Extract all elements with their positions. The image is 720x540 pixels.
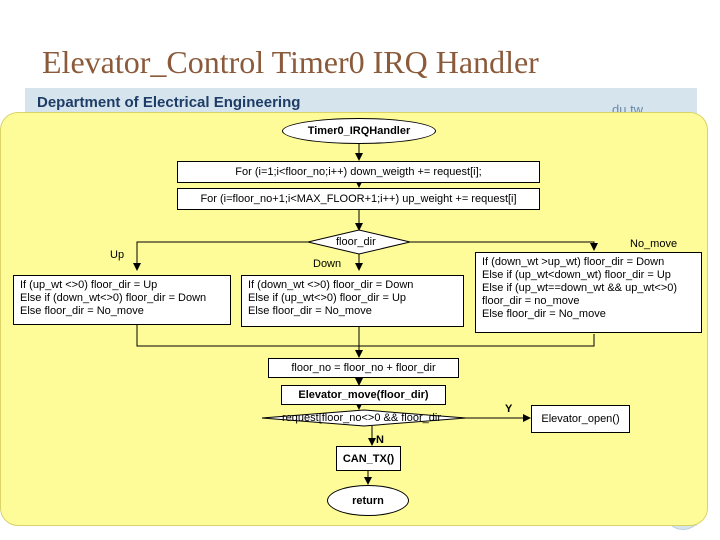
loop-down-box: For (i=1;i<floor_no;i++) down_weigth += … [177, 161, 540, 183]
slide-title: Elevator_Control Timer0 IRQ Handler [42, 44, 539, 80]
edge-merge [136, 325, 595, 347]
edge-nomove-branch [410, 241, 598, 251]
nomove-block: If (down_wt >up_wt) floor_dir = Down Els… [475, 252, 702, 333]
yes-label: Y [505, 403, 513, 415]
branch-up-label: Up [110, 249, 125, 261]
decision-dir-label: floor_dir [336, 236, 376, 248]
update-floor-box: floor_no = floor_no + floor_dir [268, 358, 459, 378]
branch-down-label: Down [313, 258, 342, 270]
branch-nomove-label: No_move [630, 238, 678, 250]
department-label: Department of Electrical Engineering [37, 94, 301, 111]
decision-request-diamond [261, 409, 467, 427]
decision-dir-diamond [307, 229, 411, 255]
can-tx-box: CAN_TX() [336, 446, 401, 471]
loop-up-box: For (i=floor_no+1;i<MAX_FLOOR+1;i++) up_… [177, 188, 540, 210]
move-box: Elevator_move(floor_dir) [281, 385, 446, 405]
up-block: If (up_wt <>0) floor_dir = Up Else if (d… [13, 275, 231, 325]
open-box: Elevator_open() [531, 405, 630, 433]
start-terminal: Timer0_IRQHandler [282, 118, 436, 144]
down-block: If (down_wt <>0) floor_dir = Down Else i… [241, 275, 464, 327]
edge-up-branch [133, 241, 308, 271]
decision-request-label: request[floor_no<>0 && floor_dir [282, 412, 441, 424]
no-label: N [376, 434, 384, 446]
return-terminal: return [327, 485, 409, 516]
